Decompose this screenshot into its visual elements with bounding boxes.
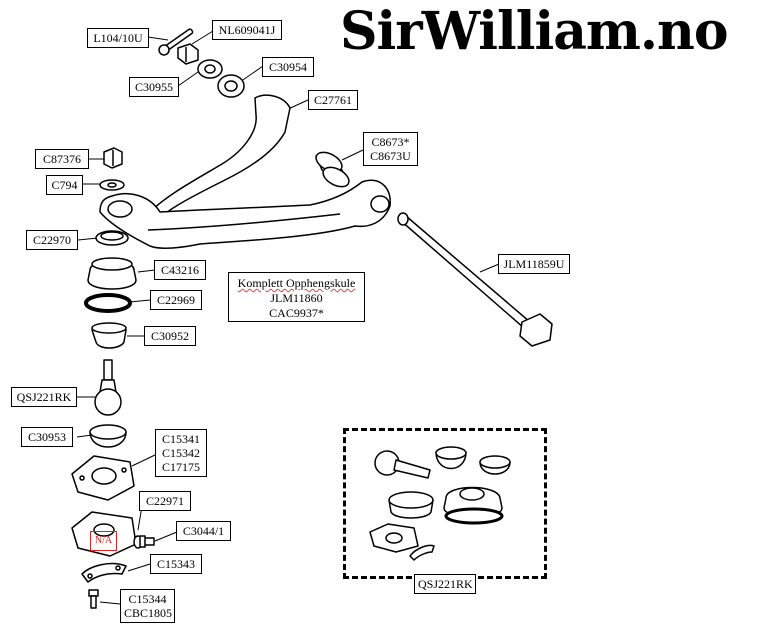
- split-pin-part: [158, 28, 194, 56]
- leader-lines: [76, 30, 500, 605]
- bush-part: [315, 151, 350, 188]
- wishbone-arm-part: [99, 94, 391, 249]
- label-c22969: C22969: [150, 290, 202, 310]
- label-kit-qsj221rk: QSJ221RK: [414, 574, 476, 594]
- label-c30952: C30952: [144, 326, 196, 346]
- label-c794: C794: [46, 175, 83, 195]
- label-nl609041j: NL609041J: [212, 20, 282, 40]
- note-part-2: CAC9937*: [269, 306, 324, 320]
- label-l104-10u: L104/10U: [87, 28, 149, 48]
- complete-ball-joint-note: Komplett Opphengskule JLM11860 CAC9937*: [228, 272, 365, 322]
- cup-c30953-part: [89, 424, 127, 448]
- note-part-1: JLM11860: [270, 291, 323, 305]
- label-jlm11859u: JLM11859U: [498, 254, 570, 274]
- kit-box: [343, 428, 547, 579]
- label-c87376: C87376: [35, 149, 89, 169]
- screw-part: [88, 589, 99, 609]
- oring-c22969-part: [84, 293, 132, 313]
- cap-c43216-part: [87, 257, 137, 290]
- lock-tab-part: [81, 562, 127, 583]
- fulcrum-shaft-part: [397, 212, 553, 347]
- site-logo-text: SirWilliam.no: [340, 1, 729, 62]
- label-c27761: C27761: [308, 90, 358, 110]
- note-title: Komplett Opphengskule: [237, 276, 356, 290]
- gasket-part: [71, 455, 135, 501]
- label-qsj221rk: QSJ221RK: [11, 387, 77, 407]
- label-c22971: C22971: [139, 491, 191, 511]
- ball-pin-part: [94, 359, 122, 416]
- na-stamp: N/A: [90, 531, 117, 551]
- socket-c30952-part: [91, 322, 127, 349]
- castle-nut-part: [177, 43, 199, 65]
- label-c22970: C22970: [26, 230, 78, 250]
- label-c15343: C15343: [150, 554, 202, 574]
- label-c8673: C8673*C8673U: [363, 132, 418, 166]
- label-c30954: C30954: [262, 57, 314, 77]
- kit-contents-illustration: [369, 446, 511, 561]
- label-c3044-1: C3044/1: [176, 521, 231, 541]
- bolt-c3044-part: [139, 535, 155, 548]
- label-c43216: C43216: [154, 260, 206, 280]
- nut-c87376-part: [103, 147, 123, 169]
- label-c30953: C30953: [21, 427, 73, 447]
- label-c30955: C30955: [129, 77, 179, 97]
